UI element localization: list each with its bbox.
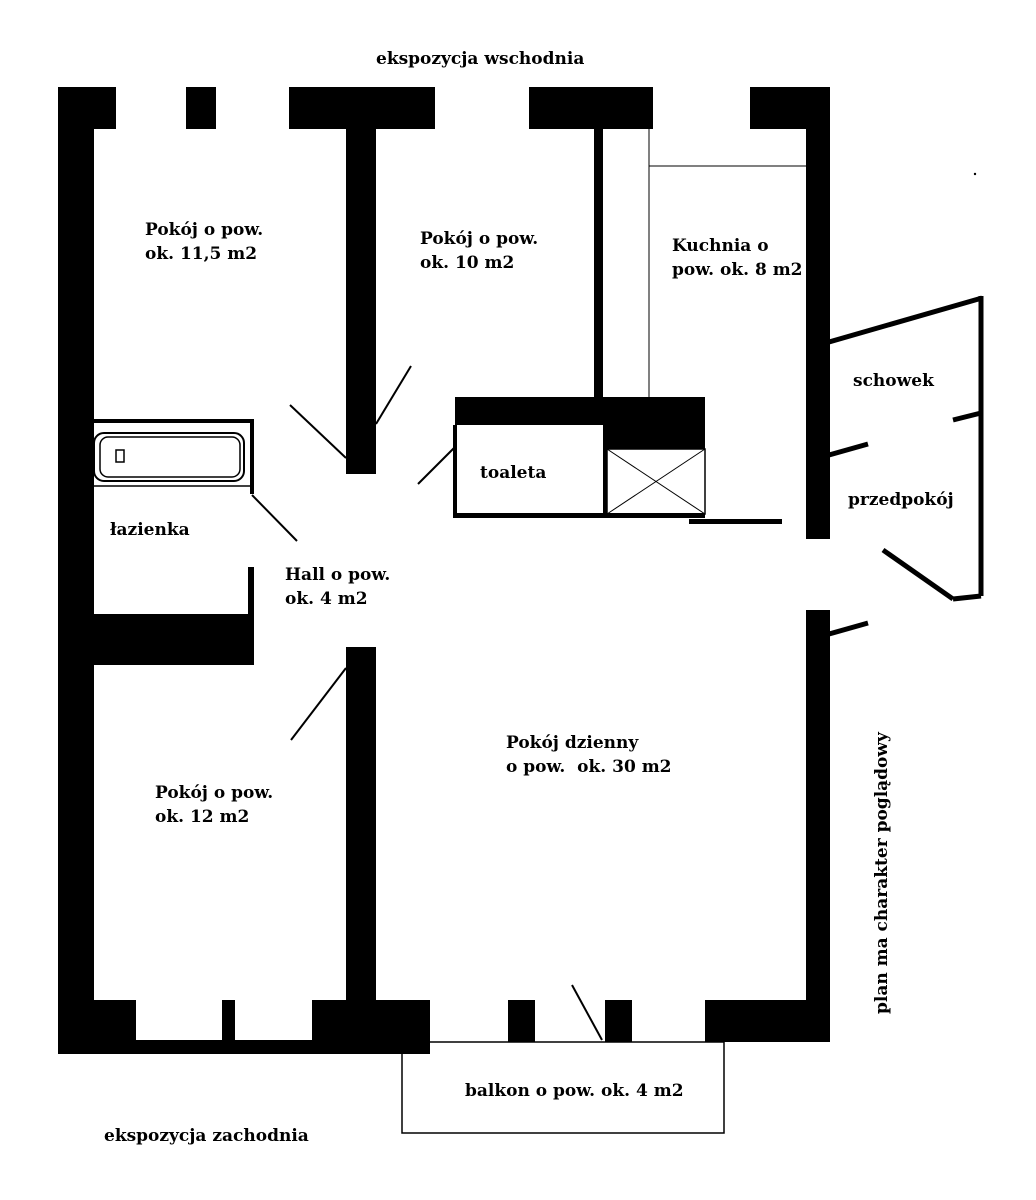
- outer-wall-bottom: [508, 1000, 535, 1042]
- vestibule-wall: [881, 547, 955, 602]
- room-label-bathroom: łazienka: [110, 520, 190, 540]
- outer-wall-bottom: [705, 1000, 830, 1042]
- bathtub: [93, 432, 245, 482]
- exposure-top-label: ekspozycja wschodnia: [376, 49, 585, 69]
- outer-wall-right: [806, 610, 830, 1042]
- vestibule-wall: [828, 295, 983, 345]
- room-label-line: Pokój dzienny: [506, 733, 639, 753]
- interior-wall: [689, 519, 782, 524]
- outer-wall-left: [58, 87, 94, 1054]
- interior-wall: [453, 425, 457, 518]
- interior-wall: [94, 419, 254, 423]
- door-swing: [251, 494, 298, 542]
- room-label-line: Pokój o pow.: [420, 229, 539, 249]
- room-label-line: ok. 12 m2: [155, 807, 250, 827]
- door-swing: [289, 404, 347, 459]
- outer-wall-right: [806, 87, 830, 539]
- room-label-line: Pokój o pow.: [145, 220, 264, 240]
- interior-wall: [248, 567, 254, 615]
- room-label-line: o pow. ok. 30 m2: [506, 757, 672, 777]
- interior-wall: [346, 127, 376, 474]
- room-label-line: pow. ok. 8 m2: [672, 260, 803, 280]
- room-label-line: ok. 4 m2: [285, 589, 368, 609]
- outer-wall-top: [58, 87, 116, 129]
- exposure-bottom-label: ekspozycja zachodnia: [104, 1126, 309, 1146]
- room-label-line: ok. 11,5 m2: [145, 244, 258, 264]
- room-label-balcony: balkon o pow. ok. 4 m2: [465, 1081, 684, 1101]
- interior-wall: [346, 647, 376, 1054]
- room-label-line: Kuchnia o: [672, 236, 769, 256]
- interior-wall: [603, 425, 607, 518]
- vestibule-wall: [828, 620, 869, 637]
- outer-wall-bottom: [222, 1000, 235, 1054]
- interior-wall: [453, 513, 705, 518]
- room-label-11-5: Pokój o pow. ok. 11,5 m2: [145, 218, 263, 266]
- outer-wall-top: [289, 87, 435, 129]
- room-label-line: Hall o pow.: [285, 565, 391, 585]
- outer-wall-bottom: [605, 1000, 632, 1042]
- room-label-vestibule: przedpokój: [848, 490, 954, 510]
- interior-wall: [94, 614, 254, 665]
- disclaimer-label: plan ma charakter poglądowy: [872, 732, 892, 1014]
- room-label-living: Pokój dzienny o pow. ok. 30 m2: [506, 731, 672, 779]
- ventilation-shaft: [606, 448, 706, 515]
- door-swing: [290, 667, 347, 741]
- door-swing: [375, 365, 412, 425]
- interior-wall: [603, 397, 705, 449]
- interior-wall: [594, 127, 603, 399]
- outer-wall-top: [529, 87, 653, 129]
- bathtub-inner: [99, 436, 241, 478]
- room-label-hall: Hall o pow. ok. 4 m2: [285, 563, 390, 611]
- balcony-outline: [401, 1041, 725, 1134]
- outer-wall-top: [186, 87, 216, 129]
- door-swing: [417, 446, 456, 485]
- bathtub-drain: [115, 449, 125, 463]
- room-label-line: ok. 10 m2: [420, 253, 515, 273]
- room-label-10: Pokój o pow. ok. 10 m2: [420, 227, 538, 275]
- room-label-line: Pokój o pow.: [155, 783, 274, 803]
- vestibule-wall: [952, 593, 982, 602]
- room-label-kitchen: Kuchnia o pow. ok. 8 m2: [672, 234, 803, 282]
- vestibule-wall: [828, 441, 869, 458]
- stray-mark: [973, 172, 977, 176]
- vestibule-wall: [952, 410, 982, 423]
- interior-wall: [250, 419, 254, 494]
- room-label-storage: schowek: [853, 371, 934, 391]
- door-swing: [571, 984, 603, 1041]
- shaft-cross: [606, 448, 706, 515]
- room-label-toilet: toaleta: [480, 463, 547, 483]
- room-label-12: Pokój o pow. ok. 12 m2: [155, 781, 273, 829]
